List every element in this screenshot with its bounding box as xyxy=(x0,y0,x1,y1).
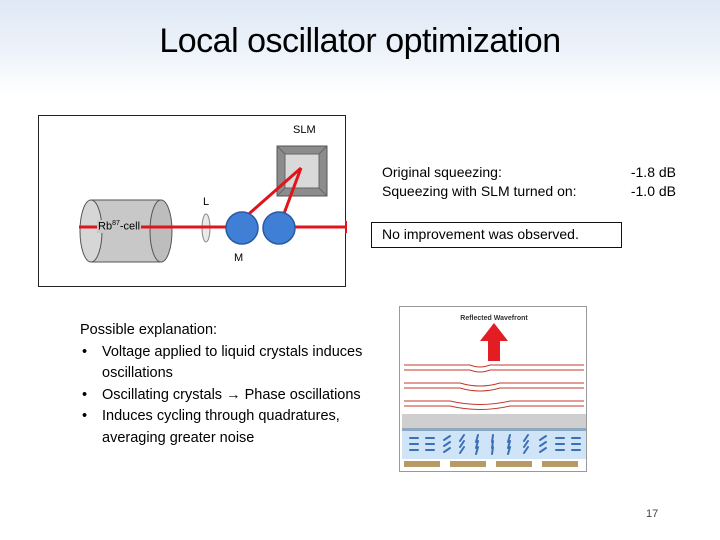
explanation: Possible explanation: •Voltage applied t… xyxy=(80,320,390,449)
wavefront-svg xyxy=(402,323,586,467)
bullet-icon: • xyxy=(82,408,88,424)
bullet-icon: • xyxy=(82,386,88,403)
original-squeezing-value: -1.8 dB xyxy=(630,164,676,180)
up-arrow-icon xyxy=(480,323,508,361)
slm-squeezing-row: Squeezing with SLM turned on: -1.0 dB xyxy=(382,182,676,201)
slm-label: SLM xyxy=(293,124,316,136)
list-item: •Induces cycling through quadratures, av… xyxy=(82,408,340,446)
slm-squeezing-label: Squeezing with SLM turned on: xyxy=(382,183,577,199)
liquid-crystal-molecules xyxy=(409,434,581,455)
original-squeezing-row: Original squeezing: -1.8 dB xyxy=(382,163,676,182)
slm-squeezing-value: -1.0 dB xyxy=(630,183,676,199)
mirror-label: M xyxy=(234,252,244,264)
substrate xyxy=(402,414,586,428)
explanation-list: •Voltage applied to liquid crystals indu… xyxy=(80,342,390,450)
setup-diagram: SLM L Rb87-cell M xyxy=(38,115,347,287)
setup-diagram-svg xyxy=(79,145,347,263)
reflected-wavefront-figure: Reflected Wavefront xyxy=(399,306,587,472)
electrodes xyxy=(404,461,578,467)
rb-cell-label: Rb87-cell xyxy=(97,220,142,233)
title-band xyxy=(0,0,720,95)
original-squeezing-label: Original squeezing: xyxy=(382,164,502,180)
bullet-icon: • xyxy=(82,343,88,360)
slm-device xyxy=(276,145,328,197)
slide-title: Local oscillator optimization xyxy=(159,22,561,60)
list-item: •Voltage applied to liquid crystals indu… xyxy=(82,343,363,382)
wavefront-caption: Reflected Wavefront xyxy=(460,315,528,322)
wave-lines xyxy=(404,364,584,410)
squeezing-results: Original squeezing: -1.8 dB Squeezing wi… xyxy=(382,163,676,201)
alignment-layer xyxy=(402,428,586,431)
conclusion-box: No improvement was observed. xyxy=(371,222,622,248)
explanation-heading: Possible explanation: xyxy=(80,322,218,338)
list-item: •Oscillating crystals → Phase oscillatio… xyxy=(80,385,390,407)
page-number: 17 xyxy=(646,508,659,520)
mirrors xyxy=(225,211,296,245)
lens-label: L xyxy=(203,196,210,208)
